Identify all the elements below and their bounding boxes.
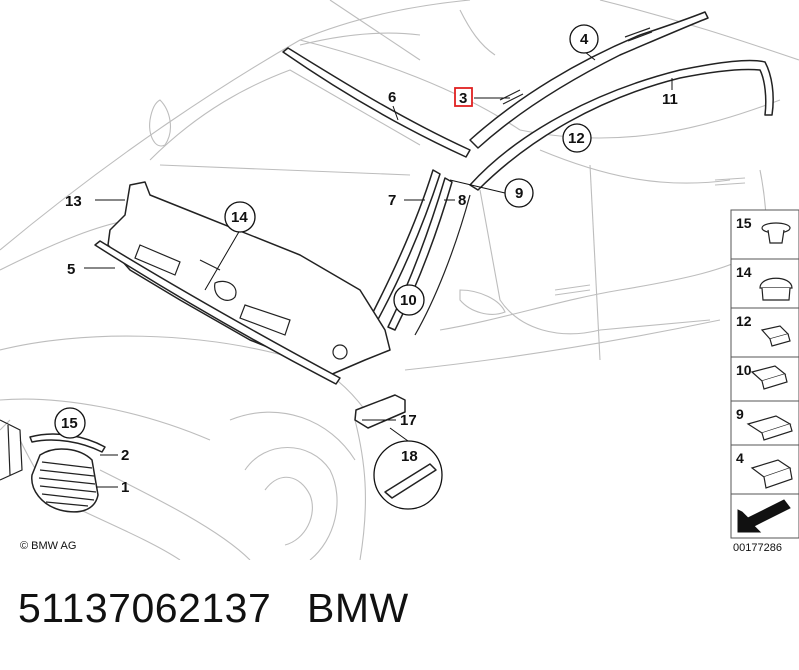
clip-14-icon	[759, 277, 793, 301]
side-label-15: 15	[736, 215, 752, 231]
clip-9-icon	[746, 415, 793, 441]
leader-lines	[84, 51, 673, 488]
side-label-10: 10	[736, 362, 752, 378]
callout-15: 15	[61, 415, 78, 432]
callout-2: 2	[121, 447, 129, 464]
part-number: 51137062137	[18, 585, 272, 631]
callout-14: 14	[231, 209, 248, 226]
side-label-12: 12	[736, 313, 752, 329]
callout-circle-9	[504, 178, 534, 208]
side-label-4: 4	[736, 450, 744, 466]
headlight-edge	[0, 419, 23, 481]
callout-circle-12	[562, 123, 592, 153]
side-box-15	[730, 209, 799, 260]
callout-11: 11	[662, 91, 678, 108]
roof-drip-moulding-part	[469, 11, 709, 149]
side-label-14: 14	[736, 264, 752, 280]
direction-arrow-icon	[737, 499, 791, 533]
callout-9: 9	[515, 185, 523, 202]
clip-12-icon	[760, 325, 791, 347]
windshield-top-moulding-part	[282, 47, 471, 158]
side-label-9: 9	[736, 406, 744, 422]
callout-circle-4	[569, 24, 599, 54]
footer-caption: 51137062137 BMW	[18, 585, 409, 632]
cowl-vent-hole	[332, 344, 348, 360]
callout-7: 7	[388, 192, 396, 209]
parts-diagram: 13 5 6 7 8 11 17 2 1 3 4 12 9 14 10 15 1…	[0, 0, 799, 560]
copyright-notice: © BMW AG	[20, 540, 77, 552]
marker-light-part	[354, 394, 406, 429]
cowl-panel-part	[107, 181, 391, 376]
side-panel: 15 14 12 10 9 4	[730, 209, 799, 539]
a-pillar-cover-part	[414, 194, 471, 336]
callout-4: 4	[580, 31, 589, 48]
cowl-panel-detail	[134, 244, 291, 336]
callout-circle-15	[54, 407, 86, 439]
callout-3: 3	[459, 90, 467, 107]
callout-13: 13	[65, 193, 82, 210]
clip-4-icon	[750, 459, 793, 489]
callout-3-highlight-box	[454, 87, 473, 107]
a-pillar-moulding-8-part	[387, 177, 453, 331]
emblem-part	[384, 463, 437, 499]
callout-17: 17	[400, 412, 417, 429]
callout-circle-14	[224, 201, 256, 233]
callout-12: 12	[568, 130, 585, 147]
callout-18: 18	[401, 448, 418, 465]
callout-1: 1	[121, 479, 129, 496]
callout-5: 5	[67, 261, 75, 278]
callout-8: 8	[458, 192, 466, 209]
brand-name: BMW	[306, 585, 409, 631]
roof-moulding-clip-detail	[499, 27, 653, 105]
callout-6: 6	[388, 89, 396, 106]
callout-circle-10	[393, 284, 425, 316]
diagram-number: 00177286	[733, 542, 782, 554]
clip-10-icon	[750, 365, 788, 390]
kidney-grille-part	[31, 448, 99, 513]
grille-trim-part	[29, 433, 106, 453]
cowl-seal-part	[94, 240, 341, 385]
callout-10: 10	[400, 292, 417, 309]
roof-trim-strip-part	[469, 59, 774, 191]
clip-15-icon	[761, 222, 791, 244]
